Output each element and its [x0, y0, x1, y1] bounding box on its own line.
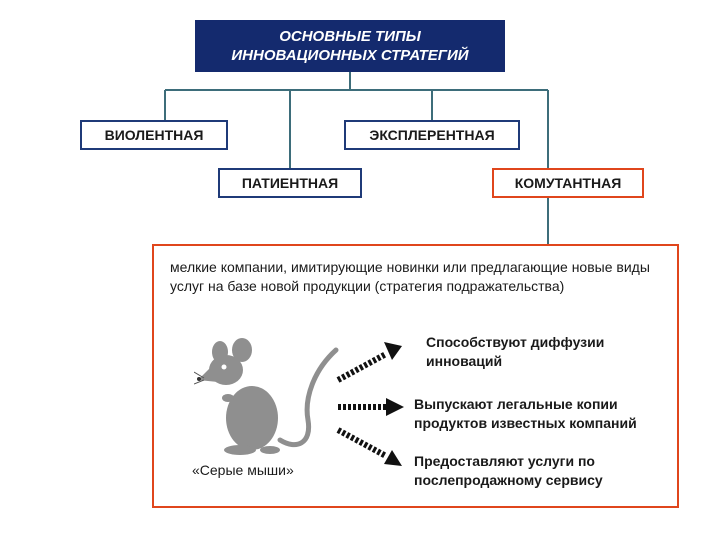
strategy-patient: ПАТИЕНТНАЯ [218, 168, 362, 198]
effect-after-sales: Предоставляют услуги по послепродажному … [414, 453, 603, 488]
strategy-label: ВИОЛЕНТНАЯ [104, 127, 204, 143]
strategy-label: КОМУТАНТНАЯ [514, 175, 622, 191]
arrow-up-icon [336, 351, 388, 383]
effect-diffusion: Способствуют диффузии инноваций [426, 334, 605, 369]
strategy-explerent: ЭКСПЛЕРЕНТНАЯ [344, 120, 520, 150]
root-title-box: ОСНОВНЫЕ ТИПЫ ИННОВАЦИОННЫХ СТРАТЕГИЙ [195, 20, 505, 72]
strategy-label: ЭКСПЛЕРЕНТНАЯ [369, 127, 495, 143]
mouse-caption: «Серые мыши» [192, 462, 294, 478]
strategy-commutant: КОМУТАНТНАЯ [492, 168, 644, 198]
strategy-label: ПАТИЕНТНАЯ [241, 175, 339, 191]
arrow-down-icon [336, 427, 388, 459]
effect-arrows [336, 342, 404, 466]
root-title-line2: ИННОВАЦИОННЫХ СТРАТЕГИЙ [231, 47, 469, 64]
strategy-violent: ВИОЛЕНТНАЯ [80, 120, 228, 150]
root-title-line1: ОСНОВНЫЕ ТИПЫ [279, 28, 421, 45]
strategy-description: мелкие компании, имитирующие новинки или… [170, 259, 650, 294]
commutant-detail-panel: мелкие компании, имитирующие новинки или… [152, 244, 679, 508]
effect-legal-copies: Выпускают легальные копии продуктов изве… [414, 396, 637, 431]
mouse-icon [194, 338, 339, 455]
